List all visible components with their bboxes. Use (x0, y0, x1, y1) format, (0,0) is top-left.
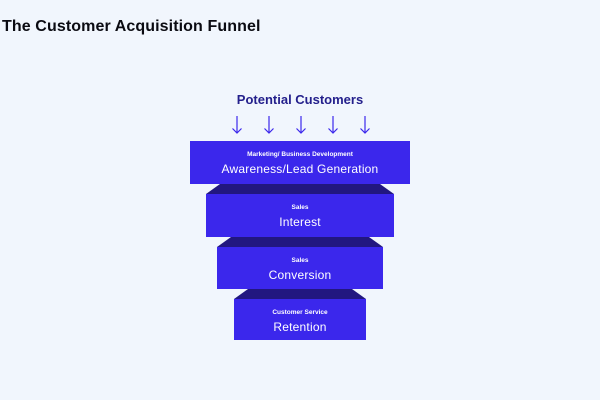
stage-name: Conversion (268, 268, 332, 282)
stage-face: Marketing/ Business Development Awarenes… (190, 141, 410, 184)
funnel-stage-conversion: Sales Conversion (217, 237, 383, 289)
arrow-down-icon (328, 116, 338, 134)
arrow-down-icon (296, 116, 306, 134)
stage-department: Sales (291, 257, 309, 264)
stage-name: Retention (273, 320, 327, 334)
stage-face: Customer Service Retention (234, 299, 366, 340)
arrow-down-icon (232, 116, 242, 134)
stage-bevel (217, 237, 383, 247)
stage-bevel (206, 184, 394, 194)
stage-bevel (234, 289, 366, 299)
page-title: The Customer Acquisition Funnel (2, 18, 261, 35)
funnel-header: Potential Customers (236, 92, 364, 107)
arrow-down-icon (264, 116, 274, 134)
stage-department: Sales (291, 204, 309, 211)
funnel-stage-retention: Customer Service Retention (234, 289, 366, 340)
arrow-down-icon (360, 116, 370, 134)
stage-name: Interest (279, 215, 321, 229)
funnel-stage-awareness: Marketing/ Business Development Awarenes… (190, 141, 410, 184)
stage-department: Marketing/ Business Development (247, 151, 353, 158)
stage-department: Customer Service (272, 309, 328, 316)
stage-face: Sales Interest (206, 194, 394, 237)
stage-face: Sales Conversion (217, 247, 383, 289)
stage-name: Awareness/Lead Generation (221, 162, 379, 176)
funnel-stage-interest: Sales Interest (206, 184, 394, 237)
